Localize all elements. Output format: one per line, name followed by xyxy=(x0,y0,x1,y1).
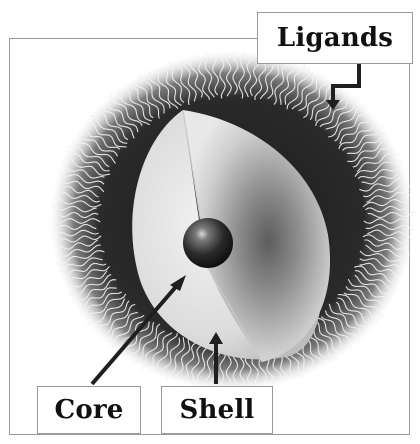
shell-label: Shell xyxy=(161,386,273,434)
core-label: Core xyxy=(37,386,141,434)
ligands-label: Ligands xyxy=(257,12,413,64)
core-sphere xyxy=(183,218,233,268)
